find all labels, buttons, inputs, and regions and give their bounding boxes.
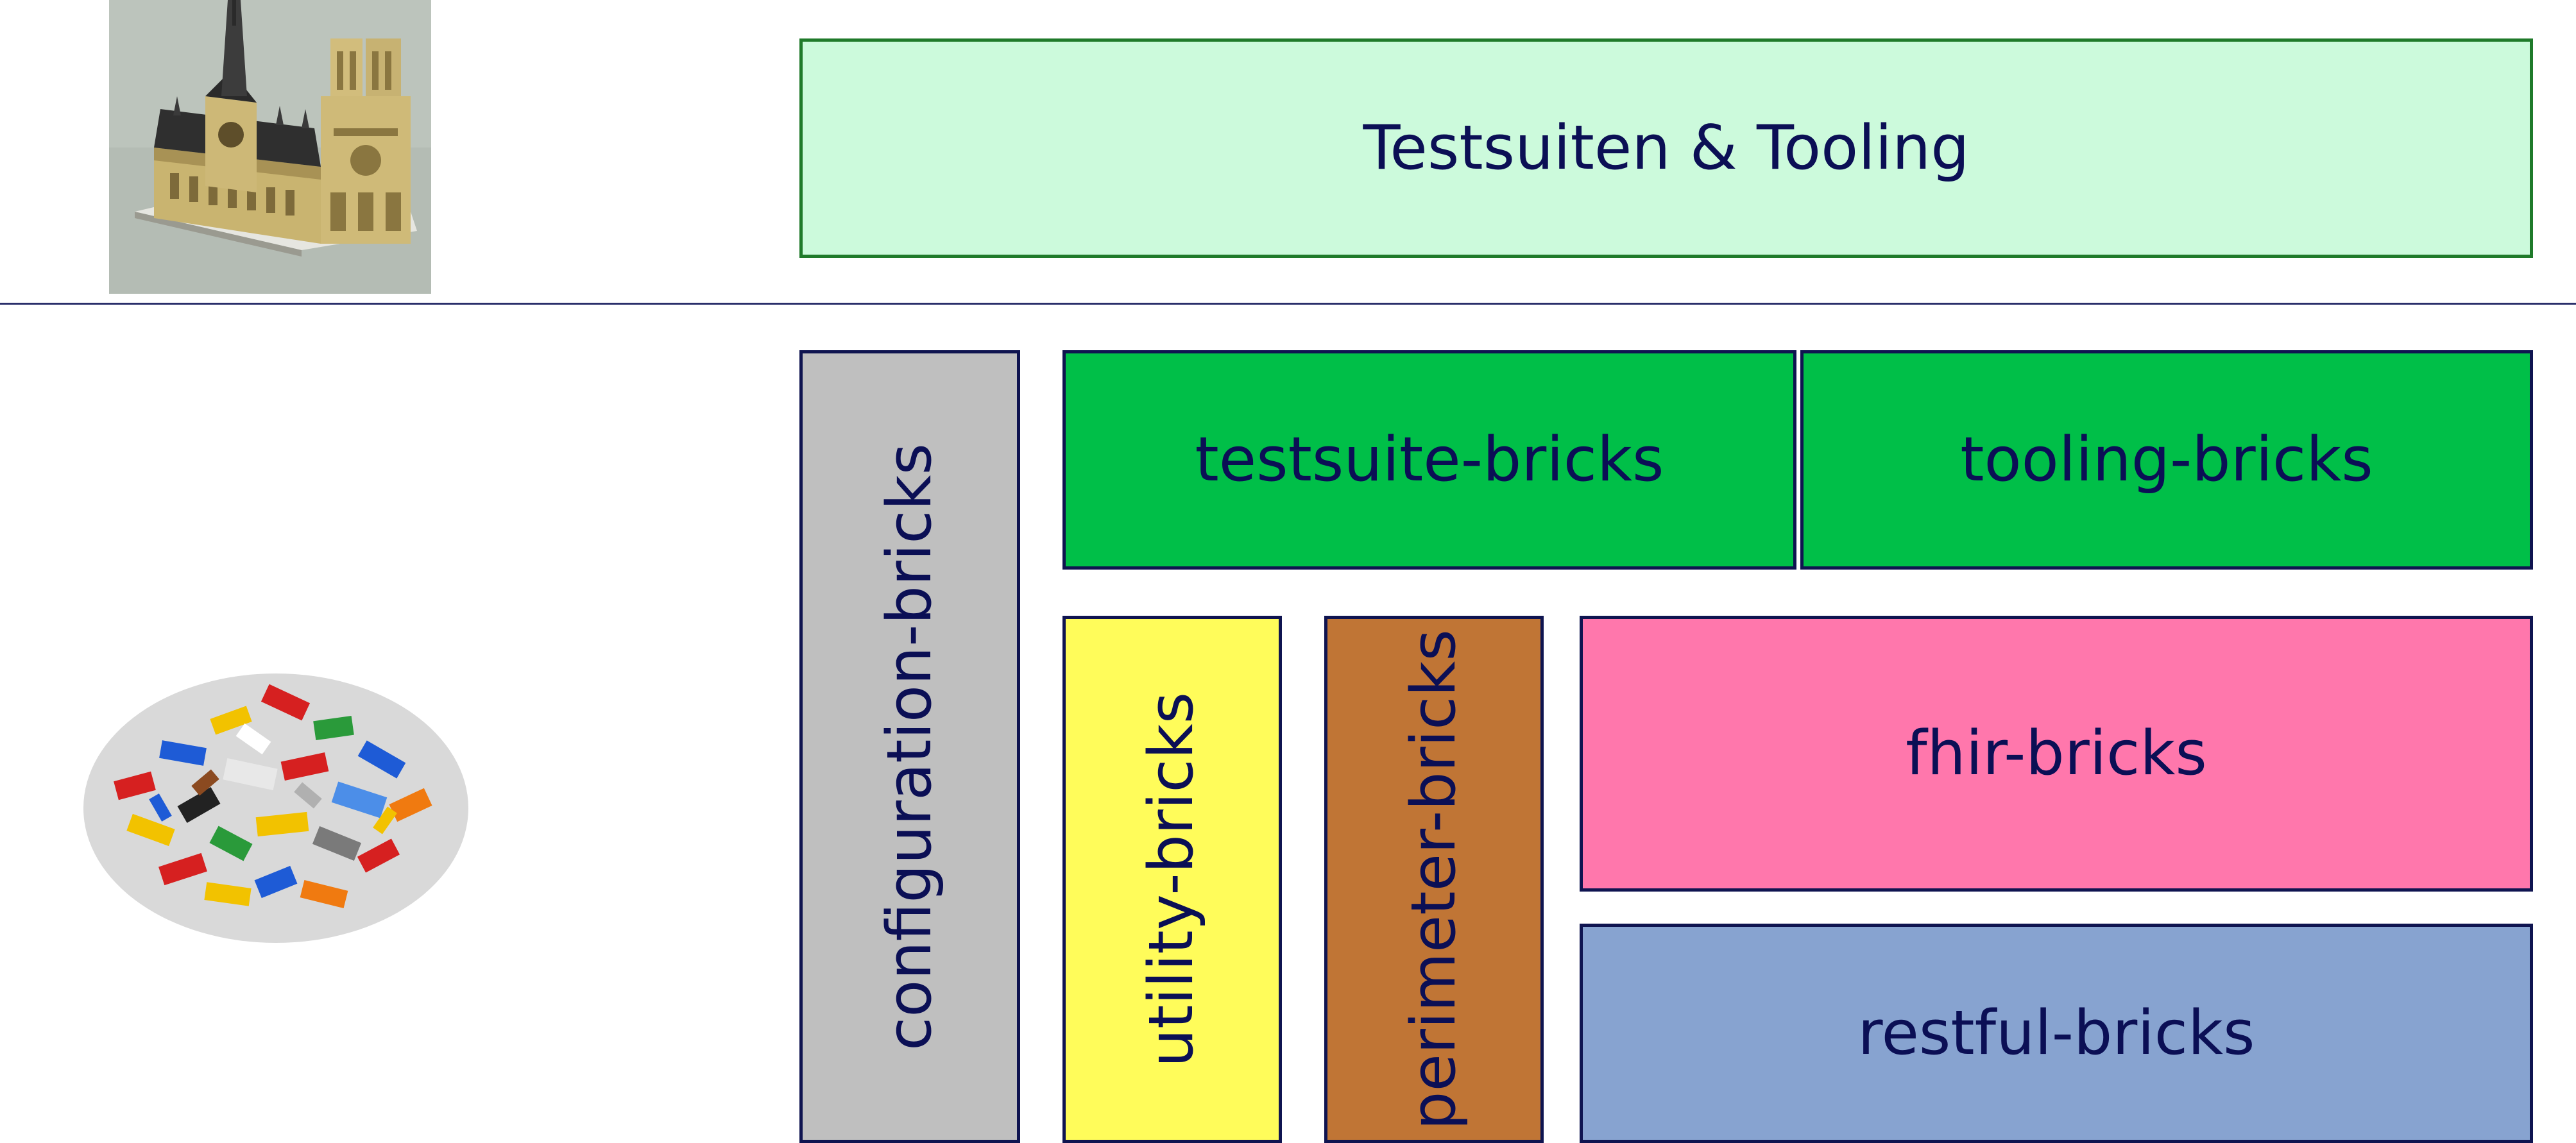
configuration-bricks-label: configuration-bricks — [874, 443, 945, 1051]
restful-bricks-box: restful-bricks — [1580, 924, 2533, 1143]
configuration-bricks-box: configuration-bricks — [799, 350, 1020, 1143]
testsuite-bricks-label: testsuite-bricks — [1195, 424, 1664, 495]
divider-line — [0, 303, 2576, 305]
top-box-label: Testsuiten & Tooling — [1363, 112, 1970, 183]
fhir-bricks-box: fhir-bricks — [1580, 616, 2533, 892]
restful-bricks-label: restful-bricks — [1857, 997, 2255, 1069]
cathedral-image — [109, 0, 431, 294]
utility-bricks-box: utility-bricks — [1062, 616, 1282, 1143]
tooling-bricks-box: tooling-bricks — [1800, 350, 2533, 570]
fhir-bricks-label: fhir-bricks — [1906, 718, 2207, 789]
perimeter-bricks-label: perimeter-bricks — [1398, 629, 1469, 1130]
testsuite-bricks-box: testsuite-bricks — [1062, 350, 1796, 570]
perimeter-bricks-box: perimeter-bricks — [1324, 616, 1544, 1143]
tooling-bricks-label: tooling-bricks — [1960, 424, 2373, 495]
utility-bricks-label: utility-bricks — [1136, 691, 1207, 1067]
bricks-pile-image — [83, 673, 468, 943]
top-box-testsuiten-tooling: Testsuiten & Tooling — [799, 38, 2533, 258]
